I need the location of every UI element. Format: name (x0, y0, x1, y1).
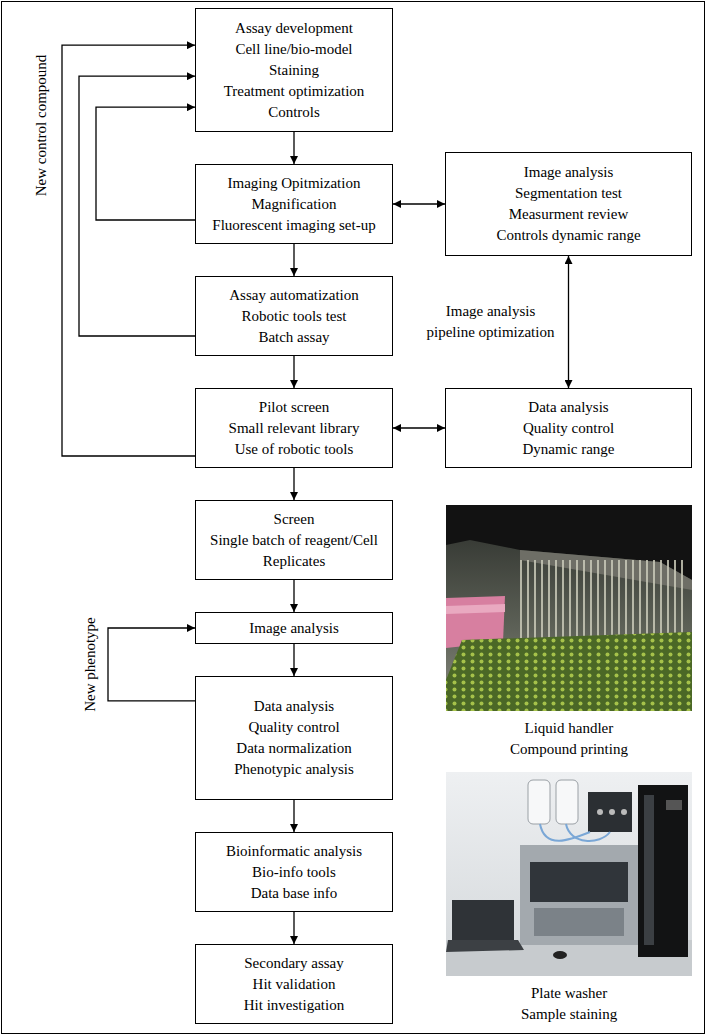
box-item: Quality control (248, 717, 339, 738)
box-title: Image analysis (524, 162, 614, 183)
box-item: Treatment optimization (224, 81, 365, 102)
box-item: Single batch of reagent/Cell (210, 530, 378, 551)
edge-label: New control compound (31, 54, 52, 196)
process-box: ScreenSingle batch of reagent/CellReplic… (195, 500, 393, 580)
flow-arrow (293, 356, 294, 388)
box-item: Measurment review (509, 204, 629, 225)
process-box: Assay developmentCell line/bio-modelStai… (195, 8, 393, 132)
box-item: Cell line/bio-model (235, 39, 352, 60)
edge-label: New phenotype (79, 617, 100, 712)
box-item: Segmentation test (515, 183, 622, 204)
flow-arrow (293, 468, 294, 500)
box-item: Controls (268, 102, 320, 123)
photo-caption: Sample staining (521, 1004, 617, 1025)
box-item: Dynamic range (522, 439, 614, 460)
flow-arrow (293, 244, 294, 276)
box-item: Phenotypic analysis (234, 759, 354, 780)
process-box: Secondary assayHit validationHit investi… (195, 944, 393, 1024)
process-box: Bioinformatic analysisBio-info toolsData… (195, 832, 393, 912)
box-title: Imaging Opitmization (228, 173, 361, 194)
box-title: Assay automatization (229, 285, 359, 306)
box-title: Secondary assay (244, 953, 344, 974)
process-box: Image analysisSegmentation testMeasurmen… (445, 152, 692, 256)
box-title: Data analysis (528, 397, 608, 418)
box-item: Controls dynamic range (496, 225, 640, 246)
process-box: Data analysisQuality controlData normali… (195, 676, 393, 800)
process-box: Image analysis (195, 612, 393, 644)
box-item: Hit investigation (244, 995, 344, 1016)
flow-arrow (293, 580, 294, 612)
box-title: Bioinformatic analysis (226, 841, 362, 862)
flow-arrow (96, 107, 195, 220)
box-item: Robotic tools test (242, 306, 347, 327)
process-box: Pilot screenSmall relevant libraryUse of… (195, 388, 393, 468)
box-item: Use of robotic tools (235, 439, 354, 460)
photo-caption: Liquid handler (525, 718, 614, 739)
flow-arrow (568, 256, 569, 388)
liquid-handler-photo (446, 505, 692, 711)
box-item: Replicates (263, 551, 325, 572)
process-box: Assay automatizationRobotic tools testBa… (195, 276, 393, 356)
box-item: Data normalization (236, 738, 351, 759)
box-item: Batch assay (258, 327, 329, 348)
box-title: Data analysis (254, 696, 334, 717)
flow-arrow (293, 132, 294, 164)
plate-washer-photo (446, 772, 692, 976)
photo-caption: Plate washer (531, 983, 607, 1004)
box-title: Assay development (235, 18, 353, 39)
box-title: Image analysis (249, 618, 339, 639)
flow-arrow (79, 76, 195, 336)
process-box: Imaging OpitmizationMagnificationFluores… (195, 164, 393, 244)
flow-arrow (293, 644, 294, 676)
box-item: Bio-info tools (252, 862, 336, 883)
photo-caption: Compound printing (510, 739, 628, 760)
box-item: Hit validation (253, 974, 336, 995)
box-item: Staining (269, 60, 319, 81)
box-item: Magnification (252, 194, 337, 215)
box-item: Fluorescent imaging set-up (212, 215, 375, 236)
box-title: Pilot screen (259, 397, 329, 418)
flow-arrow (293, 912, 294, 944)
box-title: Screen (274, 509, 315, 530)
box-item: Data base info (251, 883, 338, 904)
box-item: Quality control (523, 418, 614, 439)
flow-arrow (293, 800, 294, 832)
flow-arrow (108, 628, 195, 701)
flow-arrow (62, 45, 195, 456)
box-item: Small relevant library (229, 418, 360, 439)
flow-arrow (393, 203, 445, 204)
flow-arrow (393, 427, 445, 428)
process-box: Data analysisQuality controlDynamic rang… (445, 388, 692, 468)
edge-label: Image analysis pipeline optimization (423, 301, 559, 343)
